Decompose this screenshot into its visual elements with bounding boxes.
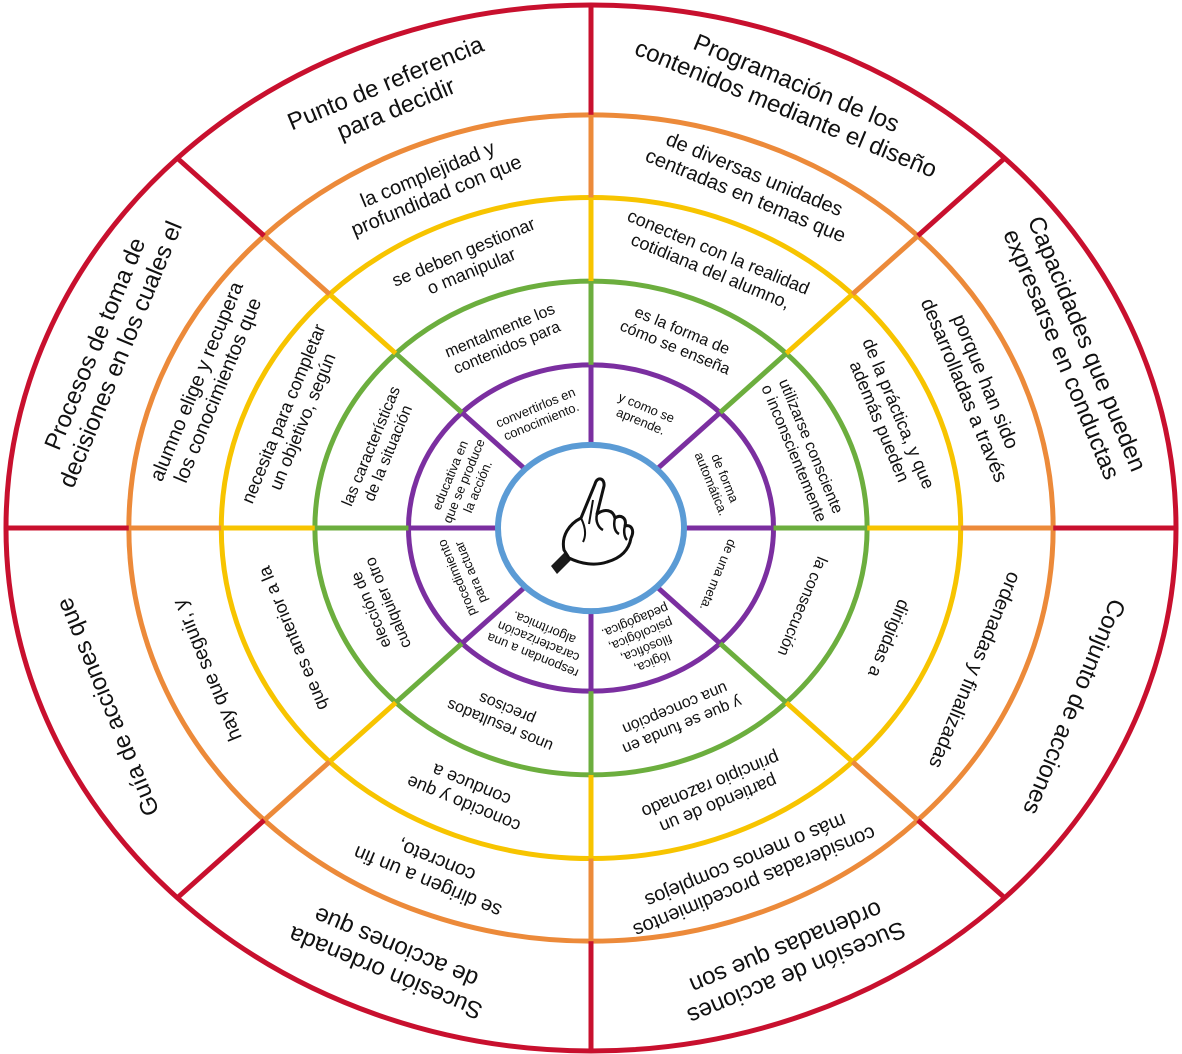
spoke-ring5 xyxy=(916,156,1007,238)
spoke-ring4 xyxy=(262,233,332,297)
spoke-ring2 xyxy=(394,351,464,415)
spoke-ring2 xyxy=(394,641,464,705)
spoke-ring5 xyxy=(916,818,1007,900)
pointing-hand-icon xyxy=(551,477,635,574)
spokes xyxy=(6,5,1176,1051)
spoke-ring3 xyxy=(784,700,855,764)
spoke-ring1 xyxy=(655,410,722,472)
spoke-ring3 xyxy=(327,700,398,764)
spoke-ring4 xyxy=(850,759,920,823)
spoke-ring2 xyxy=(718,351,788,415)
spoke-ring1 xyxy=(460,584,527,646)
spoke-ring3 xyxy=(784,292,855,356)
spoke-ring1 xyxy=(655,584,722,646)
spoke-ring4 xyxy=(262,759,332,823)
spoke-ring2 xyxy=(718,641,788,705)
spoke-ring5 xyxy=(175,818,266,900)
spoke-ring1 xyxy=(460,410,527,472)
center xyxy=(494,441,688,615)
spoke-ring4 xyxy=(850,233,920,297)
spoke-ring3 xyxy=(327,292,398,356)
spoke-ring5 xyxy=(175,156,266,238)
